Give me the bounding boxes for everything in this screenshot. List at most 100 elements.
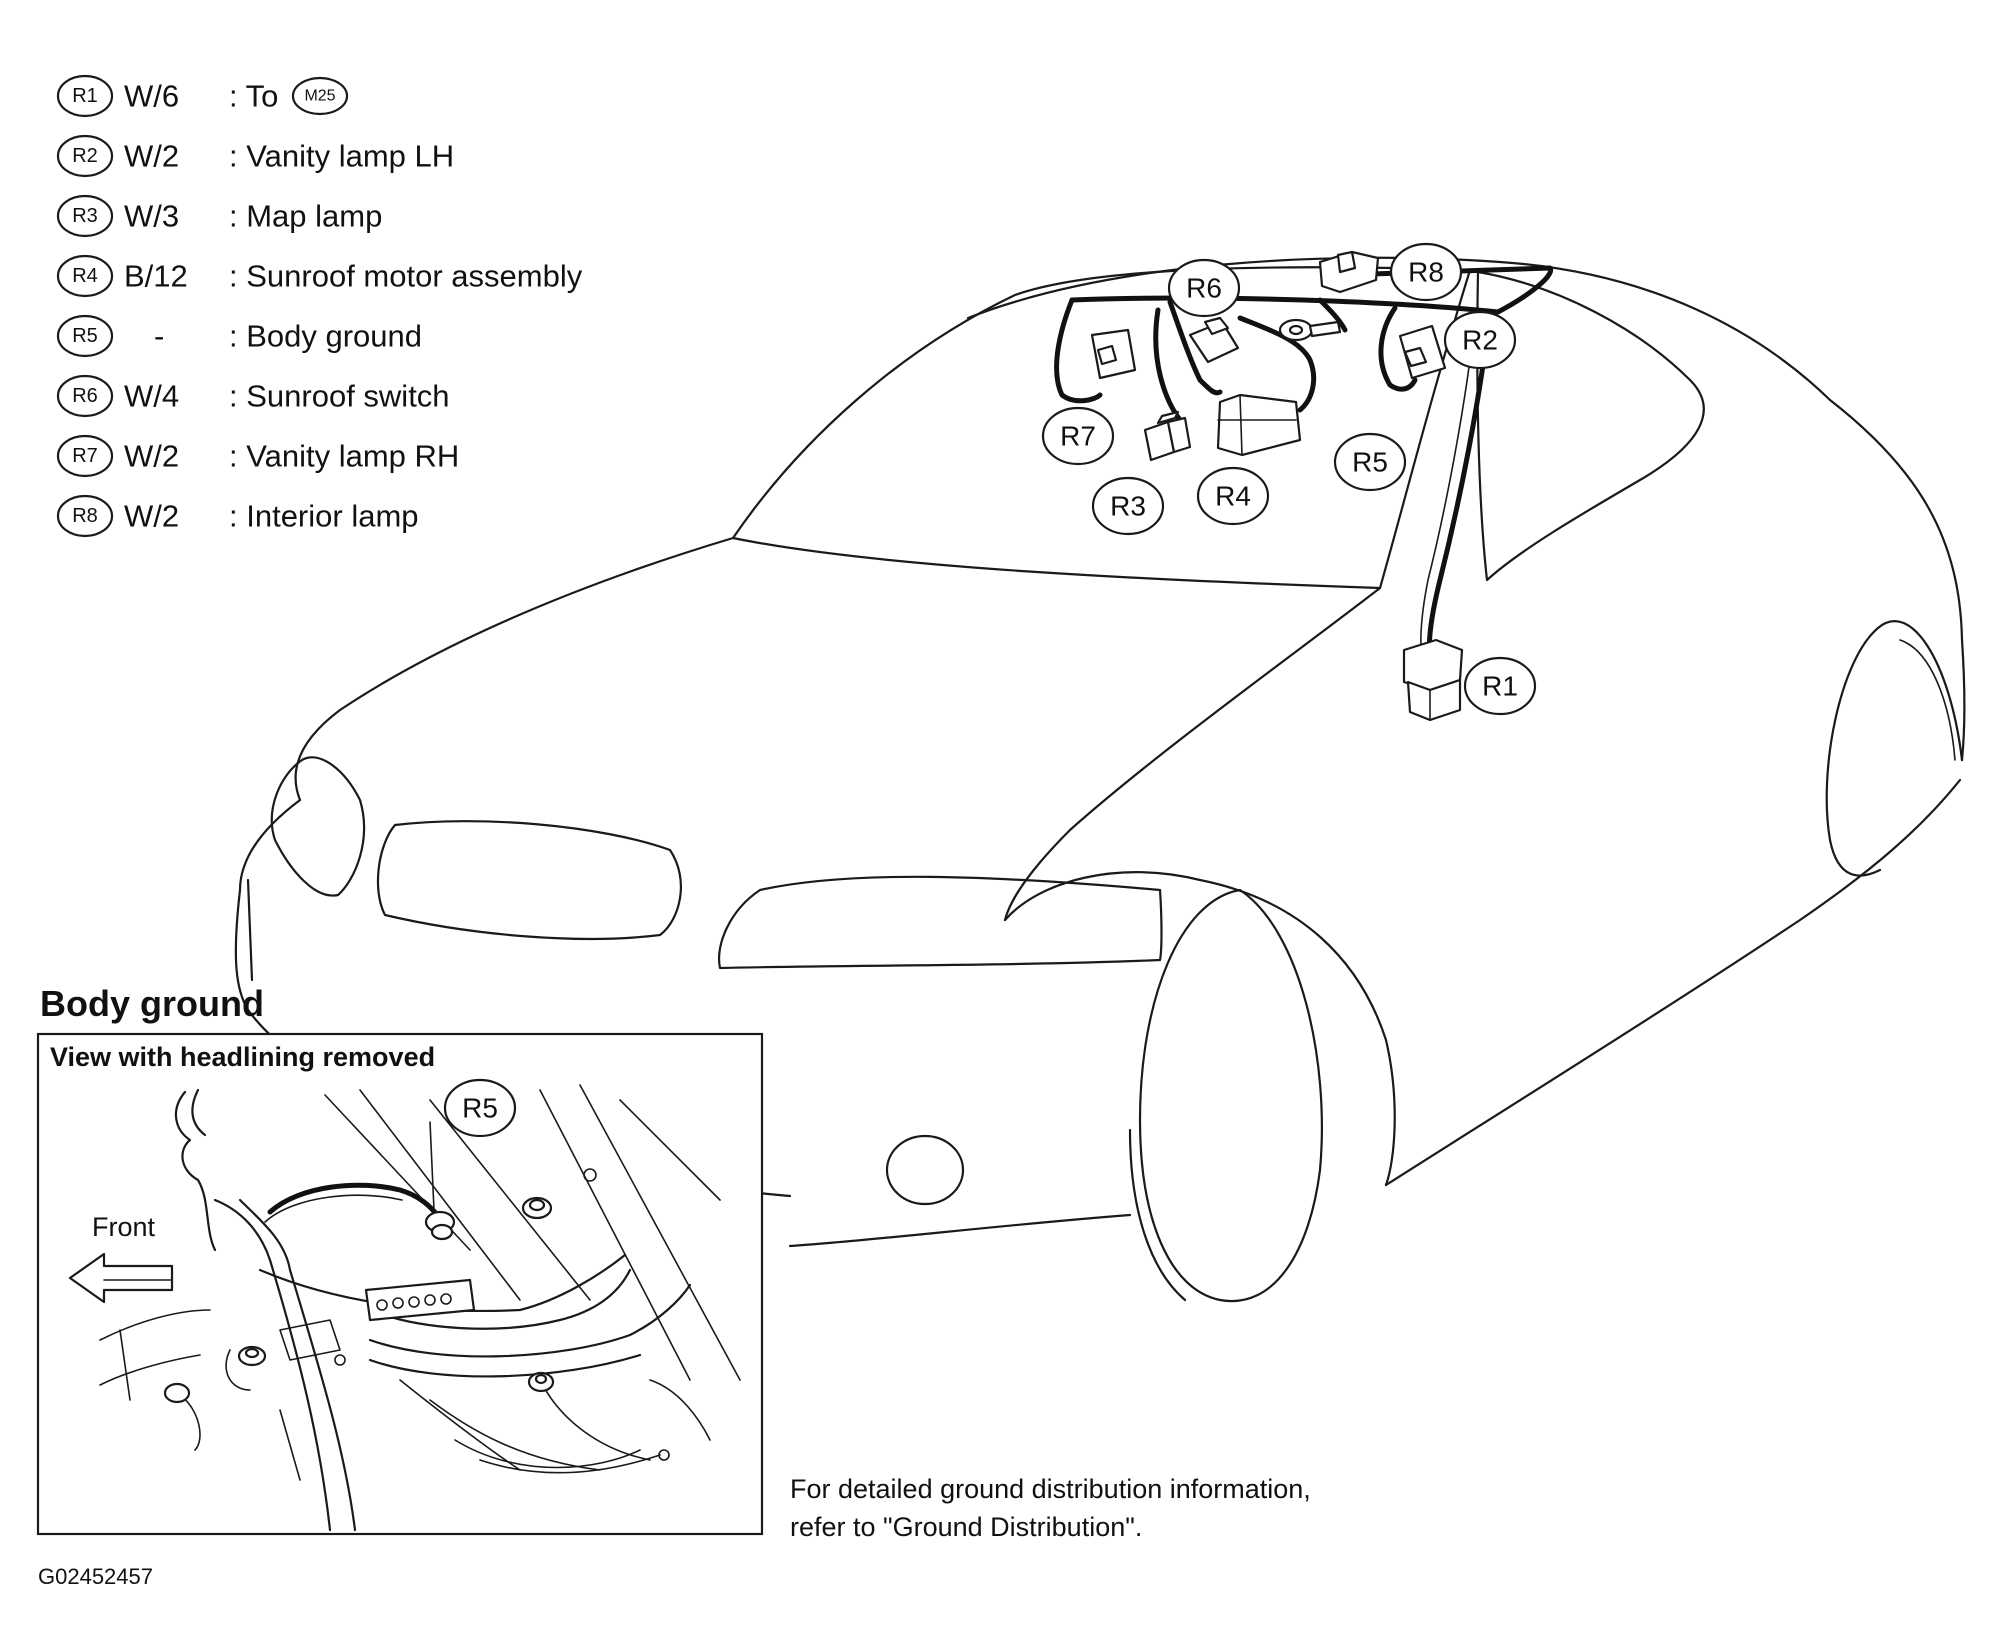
svg-text:R5: R5 bbox=[1352, 447, 1388, 478]
legend-desc: : Vanity lamp LH bbox=[229, 139, 454, 174]
legend-id: R7 bbox=[72, 445, 98, 467]
callout-r4: R4 bbox=[1196, 466, 1270, 526]
legend-badge bbox=[56, 134, 114, 178]
inset-heading: Body ground bbox=[40, 983, 264, 1024]
harness-r7-branch bbox=[1054, 297, 1103, 404]
legend-id: R3 bbox=[72, 205, 98, 227]
inset-callout-r5: R5 bbox=[443, 1078, 517, 1138]
svg-text:R2: R2 bbox=[1462, 325, 1498, 356]
connector-r2 bbox=[1398, 324, 1447, 380]
legend-code: B/12 bbox=[124, 259, 188, 294]
legend-code: W/2 bbox=[124, 139, 179, 174]
legend-code: W/2 bbox=[124, 439, 179, 474]
front-corner bbox=[238, 798, 302, 892]
legend-id: R5 bbox=[72, 325, 98, 347]
legend-ref: M25 bbox=[304, 88, 335, 105]
inset-panel: View with headlining removed bbox=[36, 1032, 764, 1536]
harness-r1-drop-inner bbox=[1420, 319, 1476, 661]
connector-r7 bbox=[1090, 328, 1137, 380]
legend-row: R6 W/4 : Sunroof switch bbox=[56, 374, 450, 418]
svg-text:R7: R7 bbox=[1060, 421, 1096, 452]
side-window bbox=[1476, 270, 1705, 582]
legend-id: R4 bbox=[72, 265, 98, 287]
harness-r1-drop bbox=[1426, 309, 1493, 663]
fog-lamp bbox=[885, 1134, 965, 1206]
callout-r1: R1 bbox=[1463, 656, 1537, 716]
callout-r7: R7 bbox=[1041, 406, 1115, 466]
legend-code: - bbox=[154, 319, 164, 354]
legend-desc: : Sunroof switch bbox=[229, 379, 450, 414]
inset-harness bbox=[264, 1121, 476, 1322]
connector-r4 bbox=[1216, 393, 1302, 457]
legend-row: R3 W/3 : Map lamp bbox=[56, 194, 382, 238]
callout-r5: R5 bbox=[1333, 432, 1407, 492]
legend-row: R8 W/2 : Interior lamp bbox=[56, 494, 419, 538]
legend-badge bbox=[56, 314, 114, 358]
callout-r3: R3 bbox=[1091, 476, 1165, 536]
inset-wire bbox=[267, 1182, 443, 1221]
svg-text:R8: R8 bbox=[1408, 257, 1444, 288]
connectors bbox=[1090, 250, 1464, 722]
rear-wheel-inner bbox=[1899, 639, 1956, 761]
bolt bbox=[237, 1345, 267, 1367]
front-tyre bbox=[1128, 1128, 1187, 1302]
harness-r5-branch bbox=[1317, 297, 1348, 333]
legend-badge bbox=[56, 434, 114, 478]
legend-desc: : To bbox=[229, 79, 278, 114]
front-label: Front bbox=[92, 1212, 156, 1242]
legend-desc: : Map lamp bbox=[229, 199, 382, 234]
legend: R1 W/6 : To M25 R2 W/2 : Vanity lamp LH … bbox=[56, 74, 583, 538]
legend-code: W/4 bbox=[124, 379, 179, 414]
legend-row: R2 W/2 : Vanity lamp LH bbox=[56, 134, 454, 178]
bolt bbox=[163, 1382, 191, 1404]
door-line bbox=[1003, 586, 1382, 922]
figure-code: G02452457 bbox=[38, 1564, 153, 1589]
legend-badge bbox=[56, 194, 114, 238]
legend-badge bbox=[56, 374, 114, 418]
connector-r3 bbox=[1143, 410, 1192, 462]
legend-ref-badge bbox=[291, 76, 349, 116]
roof-outline bbox=[966, 256, 1966, 762]
legend-row: R1 W/6 : To M25 bbox=[56, 74, 349, 118]
legend-code: W/3 bbox=[124, 199, 179, 234]
legend-badge bbox=[56, 254, 114, 298]
windshield bbox=[731, 266, 1472, 590]
svg-text:R1: R1 bbox=[1482, 671, 1518, 702]
front-wheel bbox=[1138, 888, 1323, 1303]
note-line-1: For detailed ground distribution informa… bbox=[790, 1474, 1311, 1504]
connector-r6 bbox=[1188, 316, 1240, 364]
body-side bbox=[1384, 778, 1962, 1187]
inset-connector bbox=[364, 1278, 476, 1322]
legend-desc: : Body ground bbox=[229, 319, 422, 354]
svg-text:R4: R4 bbox=[1215, 481, 1251, 512]
legend-desc: : Sunroof motor assembly bbox=[229, 259, 583, 294]
rear-wheel bbox=[1825, 620, 1964, 877]
harness-r2-branch bbox=[1378, 305, 1418, 392]
connector-r5 bbox=[1278, 318, 1342, 342]
legend-id: R8 bbox=[72, 505, 98, 527]
legend-id: R6 bbox=[72, 385, 98, 407]
bolt bbox=[521, 1196, 553, 1220]
callout-r2: R2 bbox=[1443, 310, 1517, 370]
legend-id: R1 bbox=[72, 85, 98, 107]
svg-text:R3: R3 bbox=[1110, 491, 1146, 522]
lower-sill bbox=[788, 1213, 1132, 1248]
inset-bolts bbox=[163, 1196, 555, 1404]
legend-row: R4 B/12 : Sunroof motor assembly bbox=[56, 254, 583, 298]
callout-r6: R6 bbox=[1167, 258, 1241, 318]
note-line-2: refer to "Ground Distribution". bbox=[790, 1512, 1142, 1542]
legend-desc: : Interior lamp bbox=[229, 499, 419, 534]
ground-bolt bbox=[430, 1223, 454, 1241]
callout-r8: R8 bbox=[1389, 242, 1463, 302]
svg-text:R5: R5 bbox=[462, 1093, 498, 1124]
legend-badge bbox=[56, 494, 114, 538]
bolt bbox=[527, 1371, 555, 1393]
grille bbox=[376, 820, 682, 940]
connector-r1 bbox=[1402, 638, 1464, 722]
inset-structure bbox=[99, 1084, 741, 1532]
headlamp-left bbox=[270, 756, 366, 897]
arrow-left-icon bbox=[68, 1252, 174, 1304]
callouts: R6 R8 R2 R7 R5 R4 R3 R1 bbox=[1041, 242, 1537, 716]
front-wheel-arch bbox=[1003, 871, 1396, 1187]
legend-id: R2 bbox=[72, 145, 98, 167]
